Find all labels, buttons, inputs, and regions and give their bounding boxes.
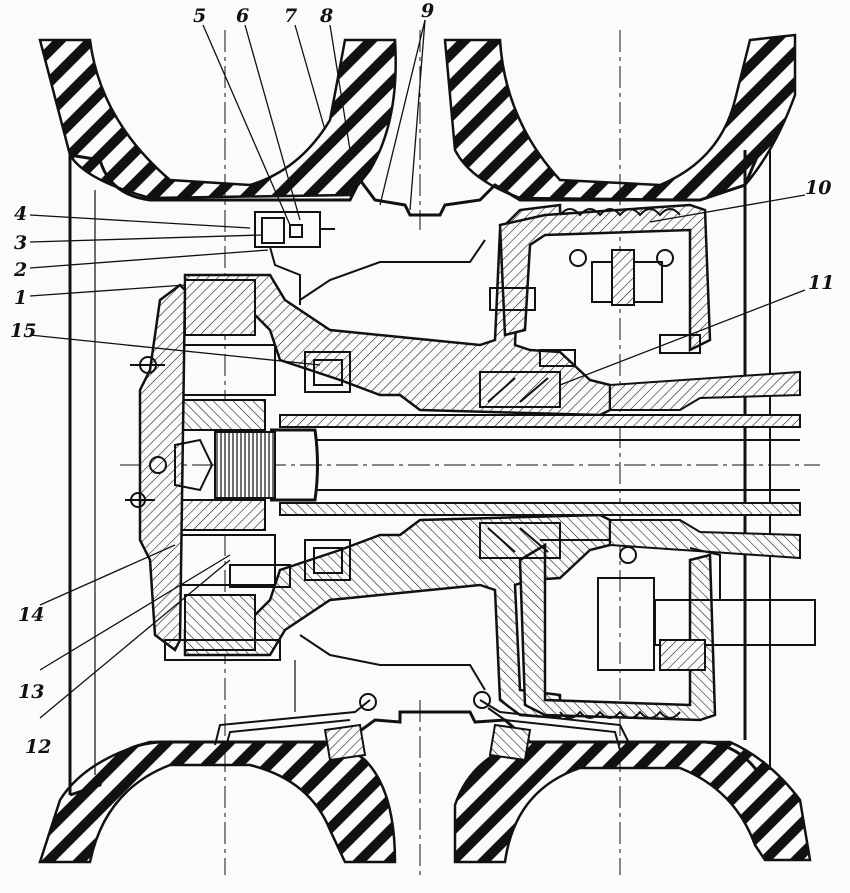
callout-2: 2 <box>13 259 27 281</box>
callout-14: 14 <box>18 604 44 626</box>
callout-numbers: 1 2 3 4 5 6 7 8 9 10 11 12 13 14 15 <box>10 0 834 758</box>
air-lines <box>214 660 631 762</box>
callout-6: 6 <box>236 5 249 27</box>
leader-15 <box>29 334 321 366</box>
callout-3: 3 <box>14 232 27 254</box>
callout-4: 4 <box>14 203 27 225</box>
leader-9a <box>379 19 426 206</box>
tyres <box>38 33 812 864</box>
tyre-top-left <box>38 38 397 200</box>
brake-assembly <box>498 203 816 722</box>
rims <box>68 149 771 797</box>
leader-3 <box>29 234 263 243</box>
callout-10: 10 <box>805 177 831 199</box>
callout-11: 11 <box>808 272 834 294</box>
callout-9: 9 <box>421 0 434 22</box>
callout-7: 7 <box>284 5 297 27</box>
leader-14 <box>39 544 176 606</box>
leader-13 <box>39 554 231 671</box>
tyre-bottom-right <box>453 740 812 864</box>
leader-4 <box>29 214 251 229</box>
leader-9b <box>409 19 426 211</box>
tyre-bottom-left <box>38 740 397 864</box>
leader-lines <box>29 19 806 719</box>
leader-12 <box>39 559 231 719</box>
leader-10 <box>649 194 806 223</box>
callout-8: 8 <box>319 5 333 27</box>
leader-11 <box>559 289 806 386</box>
leader-7 <box>294 24 326 131</box>
leader-2 <box>29 249 269 269</box>
callout-1: 1 <box>14 287 27 309</box>
leader-8 <box>329 24 351 151</box>
callout-12: 12 <box>25 736 51 758</box>
leader-6 <box>244 24 301 221</box>
valve-assembly <box>254 211 335 305</box>
callout-5: 5 <box>193 5 206 27</box>
callout-15: 15 <box>10 320 36 342</box>
leader-1 <box>29 284 186 297</box>
leader-5 <box>202 24 291 226</box>
axle-housing <box>609 370 801 601</box>
half-shaft <box>214 414 801 516</box>
callout-13: 13 <box>18 681 44 703</box>
bearings <box>164 287 701 661</box>
